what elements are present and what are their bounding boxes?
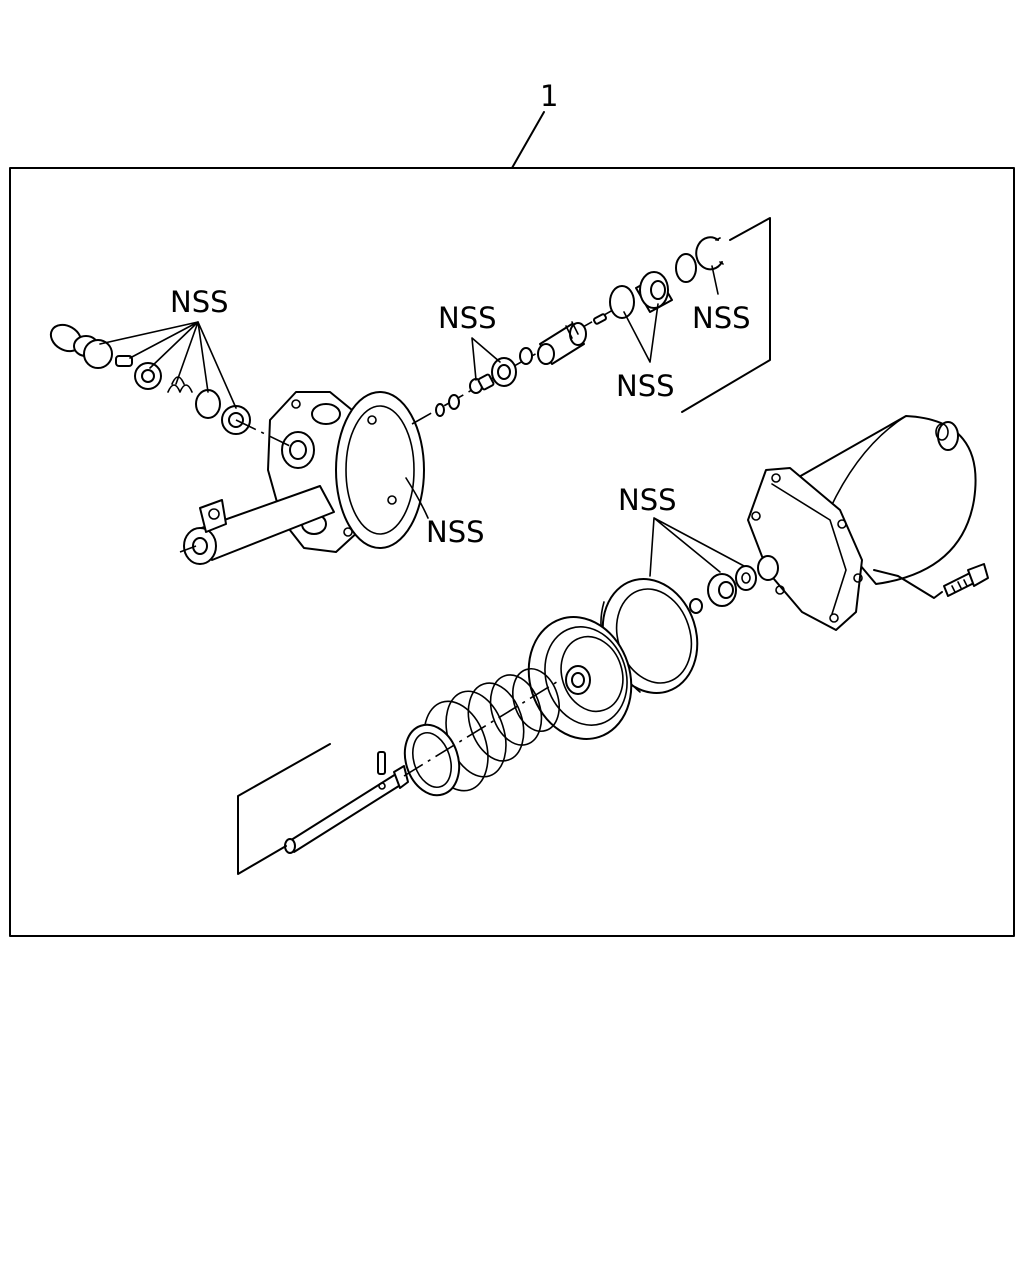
leader-piston-parts [471,337,501,381]
leader-body-seal [405,477,429,519]
valve-o-ring [195,389,221,419]
bleeder-cap [49,323,113,369]
cylinder-small-seal [689,598,703,614]
piston-rod [537,321,587,365]
leader-lines-valve-parts [99,321,237,409]
return-spring [403,668,560,797]
callout-nss-cup-seals: NSS [616,369,675,403]
piston-o-ring [519,347,533,365]
snap-ring [695,236,724,271]
valve-washer [134,362,162,390]
piston-washer [491,357,517,387]
valve-spring [167,376,193,393]
group-bracket-upper [681,217,771,413]
cylinder-mounting-flange [747,467,863,631]
axis-piston [411,305,621,425]
axis-outlet [179,545,197,553]
cylinder-washer [735,555,779,591]
push-rod [284,765,409,854]
group-bracket-lower [237,743,331,875]
assembly-number: 1 [540,79,558,113]
callout-nss-diaphragm-seals: NSS [618,483,677,517]
piston-cup [635,271,673,313]
cylinder-bolt [873,563,989,599]
piston-screw [469,373,495,394]
assembly-frame [9,167,1015,937]
assembly-leader [511,111,545,169]
piston-pin [592,313,608,325]
small-pin [115,355,133,367]
callout-nss-valve-parts: NSS [170,285,229,319]
retainer-ring [675,253,697,283]
callout-nss-snap-ring: NSS [692,301,751,335]
callout-nss-body-seal: NSS [426,515,485,549]
axis-valve [235,419,291,447]
valve-outlet-tube [183,485,335,565]
cylinder-body [789,415,977,585]
leader-snap-ring [711,265,719,295]
piston-plate [527,616,633,740]
axis-push-rod [403,679,561,777]
cup-seal-large [609,285,635,319]
valve-body-flange [335,391,425,549]
cylinder-nut [707,573,737,607]
piston-small-ring [435,394,460,417]
leader-diaphragm-seals [649,517,745,577]
leader-cup-seals [623,303,659,363]
roll-pin [377,751,386,775]
callout-nss-piston-parts: NSS [438,301,497,335]
